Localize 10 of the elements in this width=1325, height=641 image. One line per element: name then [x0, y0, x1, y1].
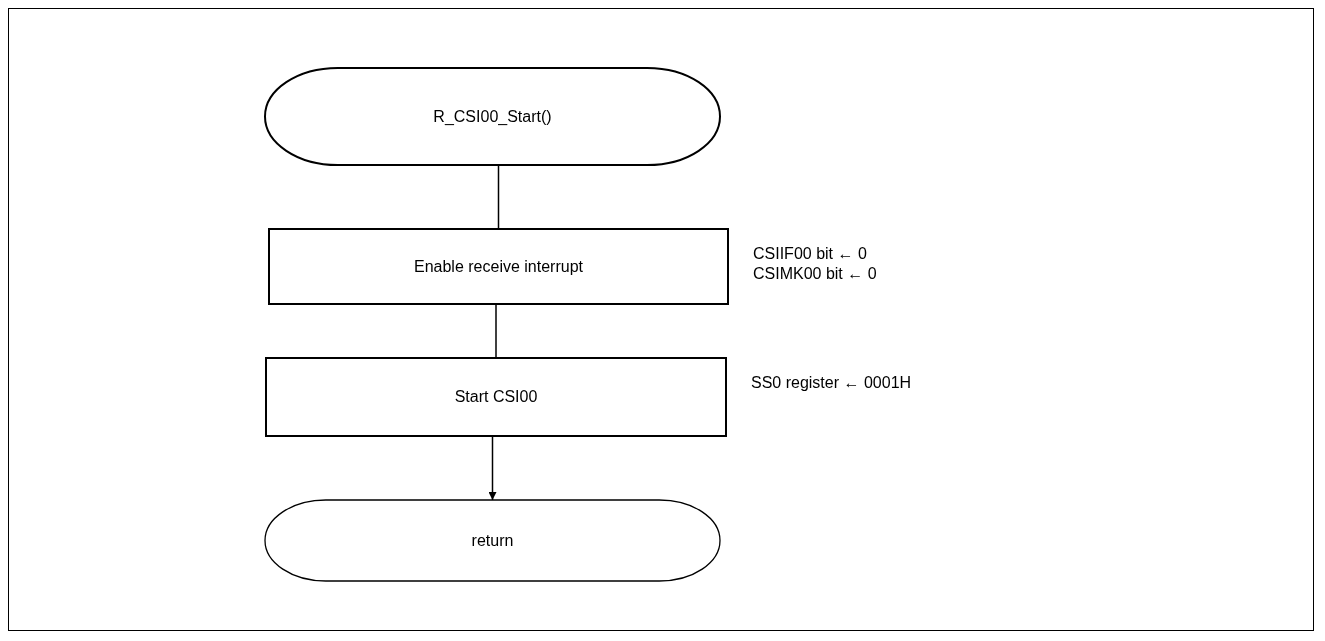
- step-label: Enable receive interrupt: [414, 257, 583, 276]
- connector-line: [497, 164, 500, 229]
- register-note: CSIMK00 bit ← 0: [753, 264, 877, 284]
- connector-line: [495, 304, 497, 358]
- register-note: SS0 register ← 0001H: [751, 373, 912, 393]
- register-note: CSIIF00 bit ← 0: [753, 244, 868, 264]
- arrow: [488, 436, 497, 501]
- step-label: R_CSI00_Start(): [433, 107, 552, 126]
- step-label: Start CSI00: [454, 388, 538, 406]
- step-label: return: [471, 531, 514, 550]
